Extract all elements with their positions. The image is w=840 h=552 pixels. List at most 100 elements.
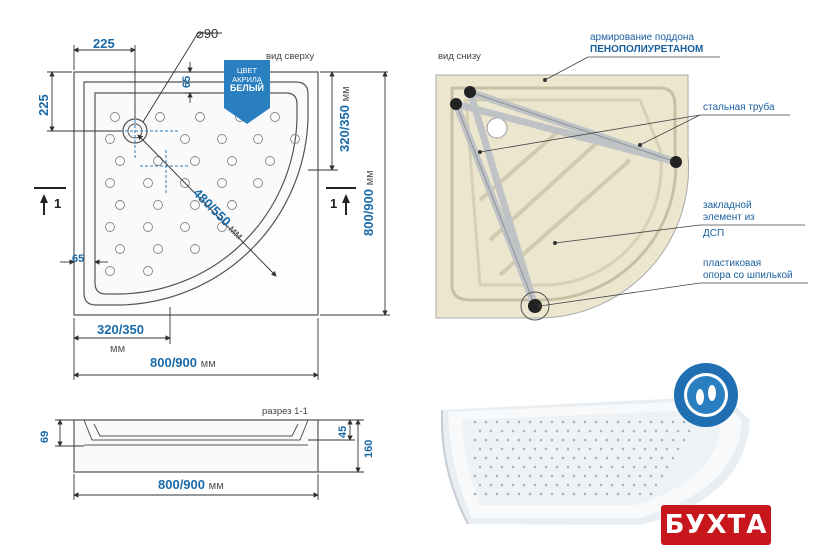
render-dot — [500, 447, 504, 451]
render-dot — [522, 483, 526, 487]
render-dot — [643, 483, 647, 487]
render-dot — [539, 456, 543, 460]
dim-800-right-value: 800/900 — [361, 189, 376, 236]
render-dot — [550, 420, 554, 424]
render-dot — [473, 456, 477, 460]
dim-65-top: 65 — [181, 75, 193, 88]
anti-slip-dot — [105, 134, 115, 144]
dim-diameter: ⌀90 — [196, 26, 219, 41]
render-dot — [638, 420, 642, 424]
render-dot — [495, 420, 499, 424]
render-dot — [643, 447, 647, 451]
render-dot — [533, 447, 537, 451]
anti-slip-feet-icon — [673, 362, 739, 428]
render-dot — [649, 492, 653, 496]
render-dot — [495, 438, 499, 442]
render-dot — [550, 492, 554, 496]
dim-800-bottom: 800/900 мм — [150, 356, 216, 370]
dimension-lines-section — [55, 419, 364, 500]
render-dot — [638, 456, 642, 460]
render-dot — [616, 492, 620, 496]
render-dot — [517, 474, 521, 478]
render-dot — [649, 420, 653, 424]
render-dot — [660, 438, 664, 442]
render-dot — [605, 420, 609, 424]
render-dot — [566, 447, 570, 451]
dim-800-right: 800/900 мм — [361, 170, 376, 236]
section-mark-right: 1 — [330, 196, 338, 211]
render-dot — [561, 420, 565, 424]
bottom-view-caption: вид снизу — [438, 51, 481, 62]
render-dot — [484, 456, 488, 460]
render-dot — [588, 483, 592, 487]
render-dot — [572, 456, 576, 460]
render-dot — [489, 483, 493, 487]
badge-line-2: АКРИЛА — [232, 75, 262, 84]
anti-slip-dot — [105, 178, 115, 188]
render-dot — [643, 429, 647, 433]
render-dot — [594, 474, 598, 478]
render-dot — [539, 492, 543, 496]
render-dot — [550, 456, 554, 460]
render-dot — [473, 492, 477, 496]
render-dot — [555, 465, 559, 469]
dim-320-right: 320/350 мм — [337, 86, 352, 152]
anti-slip-dot — [110, 112, 120, 122]
render-dot — [489, 429, 493, 433]
render-dot — [671, 438, 675, 442]
render-dot — [605, 492, 609, 496]
render-dot — [495, 456, 499, 460]
render-dot — [616, 438, 620, 442]
render-dot — [583, 438, 587, 442]
render-dot — [605, 438, 609, 442]
callout-insert-1: закладной — [703, 200, 752, 211]
render-dot — [643, 465, 647, 469]
render-dot — [605, 456, 609, 460]
render-dot — [528, 474, 532, 478]
product-render — [440, 396, 750, 525]
render-dot — [627, 492, 631, 496]
render-dot — [649, 456, 653, 460]
render-dot — [654, 447, 658, 451]
render-dot — [621, 465, 625, 469]
render-dot — [511, 483, 515, 487]
tray-section — [73, 419, 319, 473]
render-dot — [473, 420, 477, 424]
render-dot — [583, 420, 587, 424]
anti-slip-dot — [115, 244, 125, 254]
anti-slip-dot — [115, 156, 125, 166]
dim-320-right-unit: мм — [340, 86, 352, 102]
render-dot — [616, 474, 620, 478]
badge-line-3: БЕЛЫЙ — [229, 83, 265, 93]
render-dot — [550, 438, 554, 442]
badge-shape — [224, 60, 270, 124]
render-dot — [594, 438, 598, 442]
render-dot — [572, 420, 576, 424]
render-dot — [539, 438, 543, 442]
anti-slip-dot — [195, 112, 205, 122]
cert-seal — [674, 363, 738, 427]
render-dot — [638, 438, 642, 442]
render-dot — [506, 456, 510, 460]
dim-section-width-unit: мм — [208, 480, 224, 492]
render-dot — [533, 483, 537, 487]
render-dot — [583, 474, 587, 478]
render-dot — [561, 456, 565, 460]
render-dot — [511, 429, 515, 433]
render-dot — [599, 429, 603, 433]
render-dot — [649, 438, 653, 442]
callout-pipe: стальная труба — [703, 102, 775, 113]
dim-section-width: 800/900 мм — [158, 478, 224, 492]
dim-800-bottom-value: 800/900 — [150, 355, 197, 370]
render-dot — [500, 429, 504, 433]
dim-800-bottom-unit: мм — [200, 358, 216, 370]
render-dot — [522, 465, 526, 469]
render-dot — [605, 474, 609, 478]
top-view-caption: вид сверху — [266, 51, 315, 62]
callout-leaders — [479, 56, 808, 307]
render-dot — [610, 447, 614, 451]
dim-160: 160 — [363, 439, 375, 458]
render-dot — [533, 465, 537, 469]
callout-support-1: пластиковая — [703, 258, 762, 269]
